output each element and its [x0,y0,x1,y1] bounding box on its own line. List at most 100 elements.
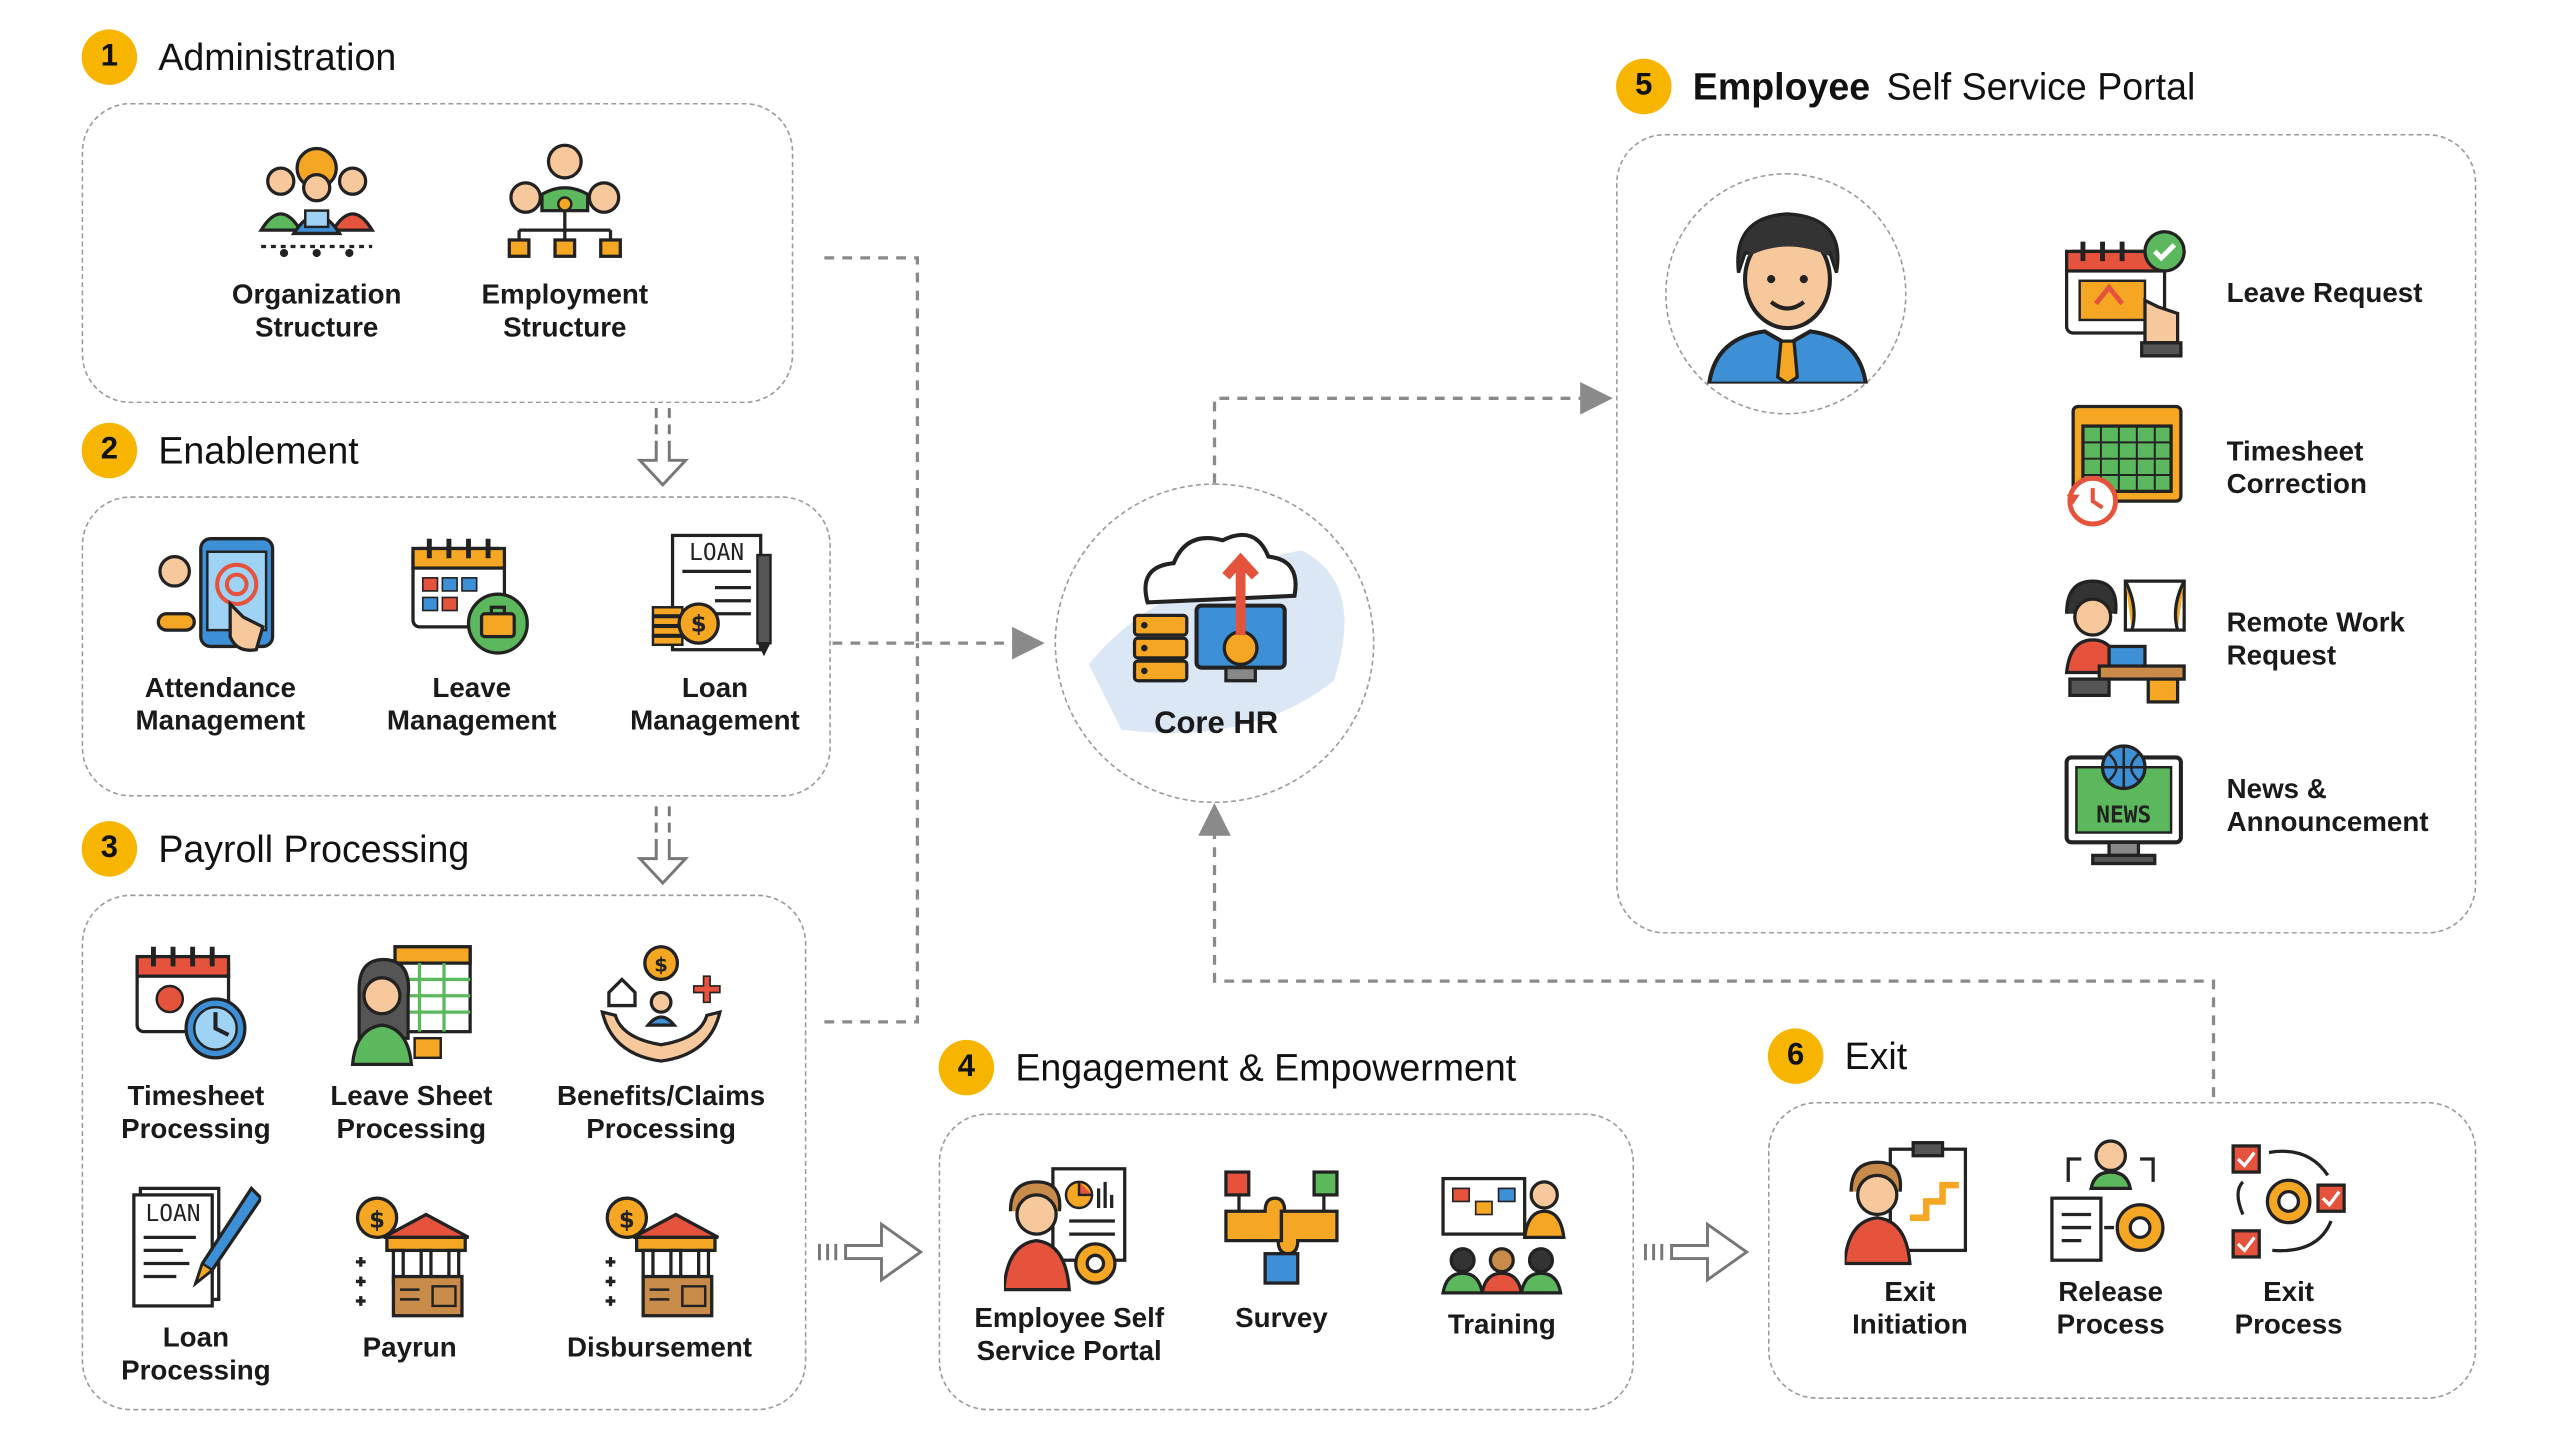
item-label: Leave Request [2226,277,2423,309]
exit-initiation-icon [1844,1141,1968,1266]
section-number-badge: 5 [1616,58,1672,115]
ess-item-remote-work-request[interactable]: Remote Work Request [2060,575,2405,706]
item-label: Remote Work Request [2226,607,2405,671]
section-title: Administration [158,35,397,78]
section-administration-box [81,102,794,404]
section-number-badge: 2 [81,422,138,479]
item-leave-management[interactable]: Leave Management [366,532,578,738]
employee-report-icon [1003,1167,1127,1292]
item-training[interactable]: Training [1417,1169,1587,1342]
release-process-icon [2050,1139,2165,1262]
section-title: Employee Self Service Portal [1693,64,2196,108]
svg-text:$: $ [619,1208,635,1234]
item-label: Release Process [2056,1276,2165,1341]
section-title: Enablement [158,428,359,471]
item-label: Timesheet Processing [121,1080,271,1145]
loan-icon-text: LOAN [146,1201,201,1227]
right-arrow-payroll-engagement [817,1221,924,1283]
ess-item-timesheet-correction[interactable]: Timesheet Correction [2060,403,2367,534]
section-enablement-header: 2 Enablement [81,422,359,479]
svg-text:$: $ [654,953,668,976]
item-label: Training [1447,1309,1556,1341]
svg-text:$: $ [691,612,707,638]
item-label: News & Announcement [2226,773,2429,838]
organization-team-icon [258,146,376,258]
section-administration-header: 1 Administration [81,29,397,85]
section-number-badge: 4 [938,1039,995,1096]
leave-request-icon [2064,230,2186,358]
loan-icon-text: LOAN [689,540,744,566]
item-employment-structure[interactable]: Employment Structure [451,139,680,345]
item-label: Benefits/Claims Processing [557,1080,766,1145]
right-arrow-engagement-exit [1643,1221,1750,1283]
item-exit-process[interactable]: Exit Process [2220,1136,2357,1342]
training-presentation-icon [1441,1176,1566,1295]
item-attendance-management[interactable]: Attendance Management [104,532,336,738]
puzzle-hands-icon [1224,1170,1339,1285]
ess-item-news-announcement[interactable]: NEWS News & Announcement [2060,741,2429,872]
item-label: Loan Management [630,672,800,737]
news-monitor-icon: NEWS [2064,744,2183,866]
item-loan-processing[interactable]: LOAN Loan Processing [98,1182,294,1388]
section-title: Payroll Processing [158,826,470,870]
section-number-badge: 1 [81,29,138,85]
item-disbursement[interactable]: $ Disbursement [548,1192,770,1365]
section-title-sub: Self Service Portal [1886,64,2196,107]
section-title: Engagement & Empowerment [1015,1045,1517,1088]
bank-coin-icon: $ [355,1196,470,1318]
item-label: Payrun [362,1332,457,1364]
employment-hierarchy-icon [507,143,622,258]
item-timesheet-processing[interactable]: Timesheet Processing [98,940,294,1146]
loan-pen-icon: LOAN [132,1185,262,1308]
fingerprint-phone-icon [156,537,275,652]
item-leave-sheet-processing[interactable]: Leave Sheet Processing [313,940,509,1146]
down-arrow-admin-enablement [636,408,689,487]
item-survey[interactable]: Survey [1211,1162,1351,1335]
employee-avatar-icon [1707,212,1868,384]
section-title: Exit [1844,1034,1908,1077]
calendar-briefcase-icon [411,538,529,655]
calendar-clock-icon [135,946,247,1060]
item-label: Timesheet Correction [2226,435,2367,500]
section-payroll-header: 3 Payroll Processing [81,821,470,877]
section-number-badge: 3 [81,821,138,877]
timesheet-correction-icon [2066,404,2183,527]
ess-item-leave-request[interactable]: Leave Request [2060,229,2422,360]
item-label: Employee Self Service Portal [974,1302,1165,1367]
connector-admin-to-core [824,256,920,644]
core-hr-label: Core HR [1154,706,1279,742]
person-spreadsheet-icon [350,945,472,1066]
news-icon-text: NEWS [2096,803,2151,829]
svg-text:$: $ [369,1208,385,1234]
section-ess-header: 5 Employee Self Service Portal [1616,58,2196,115]
item-label: Exit Initiation [1852,1276,1968,1341]
section-exit-header: 6 Exit [1767,1028,1908,1084]
core-hr-cloud-server-icon [1088,532,1345,733]
item-benefits-claims-processing[interactable]: $ Benefits/Claims Processing [539,940,784,1146]
exit-process-cycle-icon [2231,1144,2346,1259]
item-label: Exit Process [2234,1276,2343,1341]
item-payrun[interactable]: $ Payrun [320,1192,500,1365]
item-organization-structure[interactable]: Organization Structure [199,139,434,345]
section-title-main: Employee [1692,64,1871,107]
item-loan-management[interactable]: LOAN $ Loan Management [607,532,822,738]
connector-exit-to-core [1198,803,2216,1097]
benefits-hands-icon: $ [600,945,723,1063]
connector-payroll-to-core [824,643,920,1024]
item-label: Organization Structure [231,279,402,343]
item-label: Disbursement [566,1332,753,1364]
employee-avatar-circle [1665,173,1907,415]
section-number-badge: 6 [1767,1028,1824,1084]
item-label: Employment Structure [481,279,649,343]
item-label: Leave Management [386,672,557,737]
core-hr-circle[interactable]: Core HR [1054,483,1375,804]
section-engagement-header: 4 Engagement & Empowerment [938,1039,1517,1096]
connector-core-to-ess [1212,381,1613,484]
item-label: Attendance Management [135,672,306,737]
item-exit-initiation[interactable]: Exit Initiation [1825,1136,1995,1342]
item-release-process[interactable]: Release Process [2037,1136,2184,1342]
item-employee-self-service-portal[interactable]: Employee Self Service Portal [960,1162,1179,1368]
loan-document-icon: LOAN $ [651,533,772,657]
